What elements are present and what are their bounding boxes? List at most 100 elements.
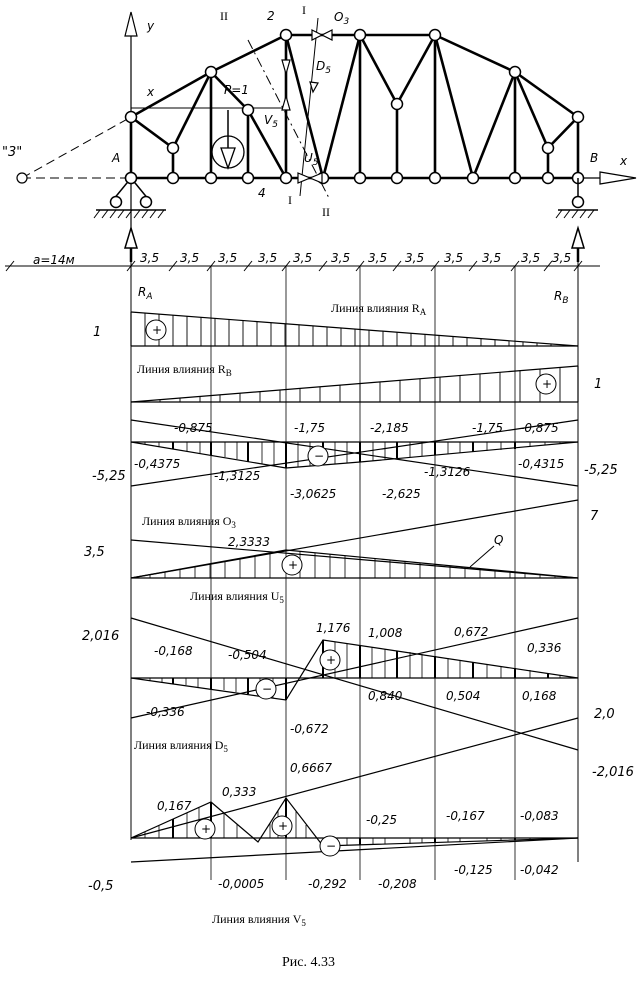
dimension-labels: a=14м 3,5 3,5 3,5 3,5 3,5 3,5 3,5 3,5 3,… [33,251,571,306]
ra-line-title: Линия влияния RA [331,301,427,317]
d5-bottom-value-1: -0,336 [146,705,185,719]
v5-top-value-1: 0,167 [157,799,192,813]
d5-left-value: 2,016 [82,629,119,644]
v5-top-value-2: 0,333 [222,785,256,799]
support-a-label: A [111,151,120,165]
force-o3-label: O3 [334,10,349,27]
u5-left-value: 3,5 [84,545,105,560]
support-b-label: B [590,151,598,165]
d5-right-top-value: 2,0 [594,707,615,722]
rb-hatch [159,368,561,402]
y-axis-label: y [146,19,155,33]
o3-top-value-4: -1,75 [472,421,503,435]
section-i-bottom-label: I [288,193,292,207]
v5-bottom-value-3: -0,208 [378,877,417,891]
ra-hatch [144,313,552,346]
v5-line-title: Линия влияния V5 [212,912,306,928]
o3-arrow [311,29,324,41]
force-v5-label: V5 [264,113,278,130]
panel-dim-12: 3,5 [552,251,571,265]
o3-sign: − [314,449,324,463]
panel-dim-4: 3,5 [258,251,277,265]
x-axis-label: x [619,154,628,168]
v5-sign-minus: − [326,839,336,853]
truss-labels: y x x A B "3" I I II II 2 4 O3 D5 V5 U5 … [2,3,628,219]
v5-bottom-value-4: -0,125 [454,863,493,877]
v5-top-value-6: -0,083 [520,809,559,823]
section-ii-bottom-label: II [322,205,330,219]
o3-right-value: -5,25 [584,463,618,478]
panel-dim-10: 3,5 [482,251,501,265]
d5-labels: 2,016 -2,016 2,0 -0,168 -0,504 1,176 1,0… [82,621,634,780]
o3-bottom-value-3: -3,0625 [290,487,336,501]
o3-top-value-2: -1,75 [294,421,325,435]
panel-dim-8: 3,5 [405,251,424,265]
section-i-top-label: I [302,3,306,17]
figure-caption: Рис. 4.33 [282,955,335,970]
d5-arrow [309,81,319,94]
node-4-label: 4 [258,186,266,200]
rb-labels: Линия влияния RB 1 + [137,362,602,392]
u5-labels: 3,5 7 2,3333 Q + Линия влияния U5 [84,509,599,605]
d5-top-value-1: -0,168 [154,644,193,658]
ra-label: RA [138,285,153,302]
v5-labels: -0,5 0,167 0,333 0,6667 -0,25 -0,167 -0,… [88,761,559,928]
d5-top-value-4: 1,008 [368,626,403,640]
u5-line-title: Линия влияния U5 [190,589,284,605]
panel-dim-9: 3,5 [444,251,463,265]
d5-top-value-6: 0,336 [527,641,562,655]
unit-load-label: P=1 [224,83,249,97]
rb-sign: + [542,377,552,391]
pole-label: "3" [2,145,22,160]
v5-sign-plus-1: + [201,822,211,836]
u5-arrow [297,172,312,184]
panel-dim-11: 3,5 [521,251,540,265]
d5-top-value-5: 0,672 [454,625,488,639]
v5-bottom-value-1: -0,0005 [218,877,264,891]
section-line-ii [247,39,331,201]
d5-top-value-2: -0,504 [228,648,267,662]
d5-bottom-value-5: 0,168 [522,689,557,703]
o3-bottom-value-2: -1,3125 [214,469,260,483]
panel-dim-2: 3,5 [180,251,199,265]
unit-load [211,110,245,170]
x-distance-label: x [146,85,155,99]
v5-arrow-down [281,59,291,77]
v5-arrow-up [281,93,291,111]
section-ii-top-label: II [220,9,228,23]
o3-bottom-value-6: -0,4315 [518,457,564,471]
ra-labels: Линия влияния RA 1 + [93,301,427,340]
panel-dim-3: 3,5 [218,251,237,265]
truss-members [129,33,580,180]
influence-line-d5 [130,617,579,751]
influence-line-o3 [130,419,579,487]
d5-bottom-value-4: 0,504 [446,689,480,703]
u5-arrow-2 [308,172,323,184]
influence-line-ra [130,311,579,347]
ground-hatching [93,209,595,219]
d5-bottom-value-2: -0,672 [290,722,329,736]
v5-bottom-value-2: -0,292 [308,877,347,891]
u5-mid-value: 2,3333 [228,535,270,549]
node-2-label: 2 [267,9,275,23]
u5-sign: + [288,558,298,572]
d5-line-title: Линия влияния D5 [134,738,228,754]
o3-bottom-value-5: -1,3126 [424,465,471,479]
influence-line-rb [130,365,579,403]
rb-arrow [570,225,586,249]
panel-dim-6: 3,5 [331,251,350,265]
force-d5-label: D5 [316,59,331,76]
a-dimension-label: a=14м [33,253,75,267]
d5-right-value: -2,016 [592,765,634,780]
d5-bottom-value-3: 0,840 [368,689,403,703]
y-axis-arrow [124,11,138,37]
pole-point [16,172,28,184]
o3-arrow-2 [320,29,333,41]
o3-bottom-value-4: -2,625 [382,487,421,501]
v5-top-value-5: -0,167 [446,809,485,823]
force-u5-label: U5 [304,151,319,168]
panel-dim-5: 3,5 [293,251,312,265]
u5-q-label: Q [494,533,503,547]
